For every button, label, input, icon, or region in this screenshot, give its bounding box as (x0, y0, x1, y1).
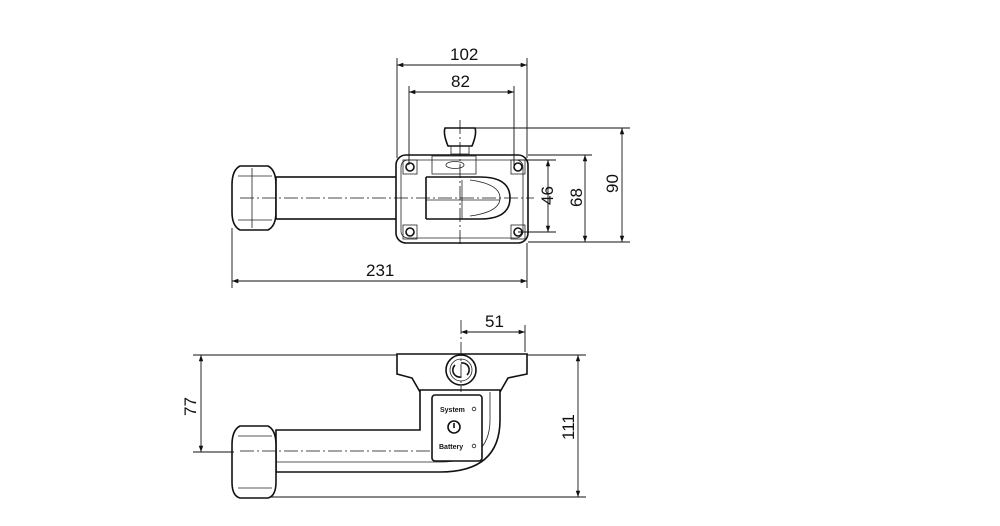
battery-led-icon (471, 443, 477, 449)
mounting-hole (402, 224, 418, 240)
side-view: System Battery 51 77 111 (181, 312, 586, 499)
dim-68: 68 (567, 188, 586, 207)
dim-90: 90 (603, 174, 622, 193)
system-label: System (440, 407, 465, 414)
top-view: 102 82 46 68 90 231 (231, 45, 630, 288)
handle-grip-side (231, 425, 277, 499)
control-panel (431, 394, 483, 462)
dim-77: 77 (181, 397, 200, 416)
dim-46: 46 (538, 186, 557, 205)
dim-51: 51 (485, 312, 504, 331)
dim-111: 111 (559, 414, 578, 440)
power-button-icon[interactable] (447, 420, 461, 434)
mounting-hole (402, 159, 418, 175)
dim-102: 102 (450, 45, 478, 64)
dim-82: 82 (451, 72, 470, 91)
battery-label: Battery (439, 444, 463, 451)
dim-231: 231 (366, 261, 394, 280)
logo-label (431, 155, 477, 175)
system-led-icon (471, 406, 477, 412)
